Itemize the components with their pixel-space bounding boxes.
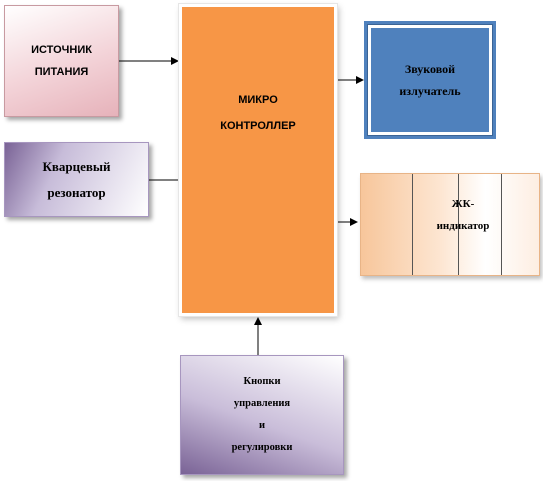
control-buttons-block: Кнопки управления и регулировки <box>180 355 344 475</box>
sound-emitter-block: Звуковой излучатель <box>367 24 493 136</box>
power-supply-label: ИСТОЧНИК ПИТАНИЯ <box>31 44 92 78</box>
microcontroller-block: МИКРО КОНТРОЛЛЕР <box>178 3 338 317</box>
sound-emitter-label: Звуковой излучатель <box>399 62 461 98</box>
quartz-resonator-label: Кварцевый резонатор <box>42 158 111 200</box>
power-supply-block: ИСТОЧНИК ПИТАНИЯ <box>4 5 119 117</box>
lcd-segment-divider <box>501 174 502 275</box>
lcd-indicator-block: ЖК- индикатор <box>360 173 540 276</box>
lcd-segment-divider <box>458 174 459 275</box>
lcd-indicator-label: ЖК- индикатор <box>436 197 490 232</box>
lcd-segment-divider <box>412 174 413 275</box>
microcontroller-label: МИКРО КОНТРОЛЛЕР <box>220 93 296 132</box>
quartz-resonator-block: Кварцевый резонатор <box>4 142 149 217</box>
control-buttons-label: Кнопки управления и регулировки <box>231 376 293 453</box>
